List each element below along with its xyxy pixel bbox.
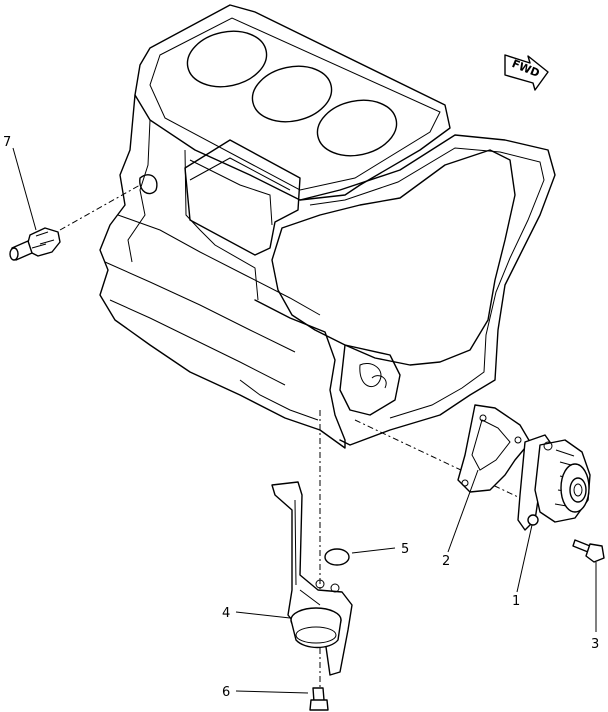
strainer-bolt bbox=[309, 687, 329, 711]
callout-1: 1 bbox=[512, 594, 520, 609]
centerline-filter bbox=[354, 419, 536, 506]
centerline-sender bbox=[59, 184, 141, 231]
filter-bolt bbox=[572, 539, 605, 563]
callout-5: 5 bbox=[401, 542, 409, 557]
cylinder-block bbox=[99, 4, 556, 449]
leader-lines bbox=[12, 147, 597, 694]
callout-6: 6 bbox=[222, 685, 230, 700]
oil-filter-gasket bbox=[457, 404, 531, 493]
oil-pressure-sender bbox=[9, 227, 61, 261]
callout-4: 4 bbox=[222, 606, 230, 621]
callout-7: 7 bbox=[3, 135, 11, 150]
forward-direction-arrow: FWD bbox=[504, 54, 549, 91]
strainer-o-ring bbox=[324, 548, 350, 566]
oil-strainer bbox=[271, 481, 353, 676]
callout-2: 2 bbox=[442, 554, 450, 569]
callout-3: 3 bbox=[591, 637, 599, 652]
oil-filter-assembly bbox=[517, 434, 591, 531]
